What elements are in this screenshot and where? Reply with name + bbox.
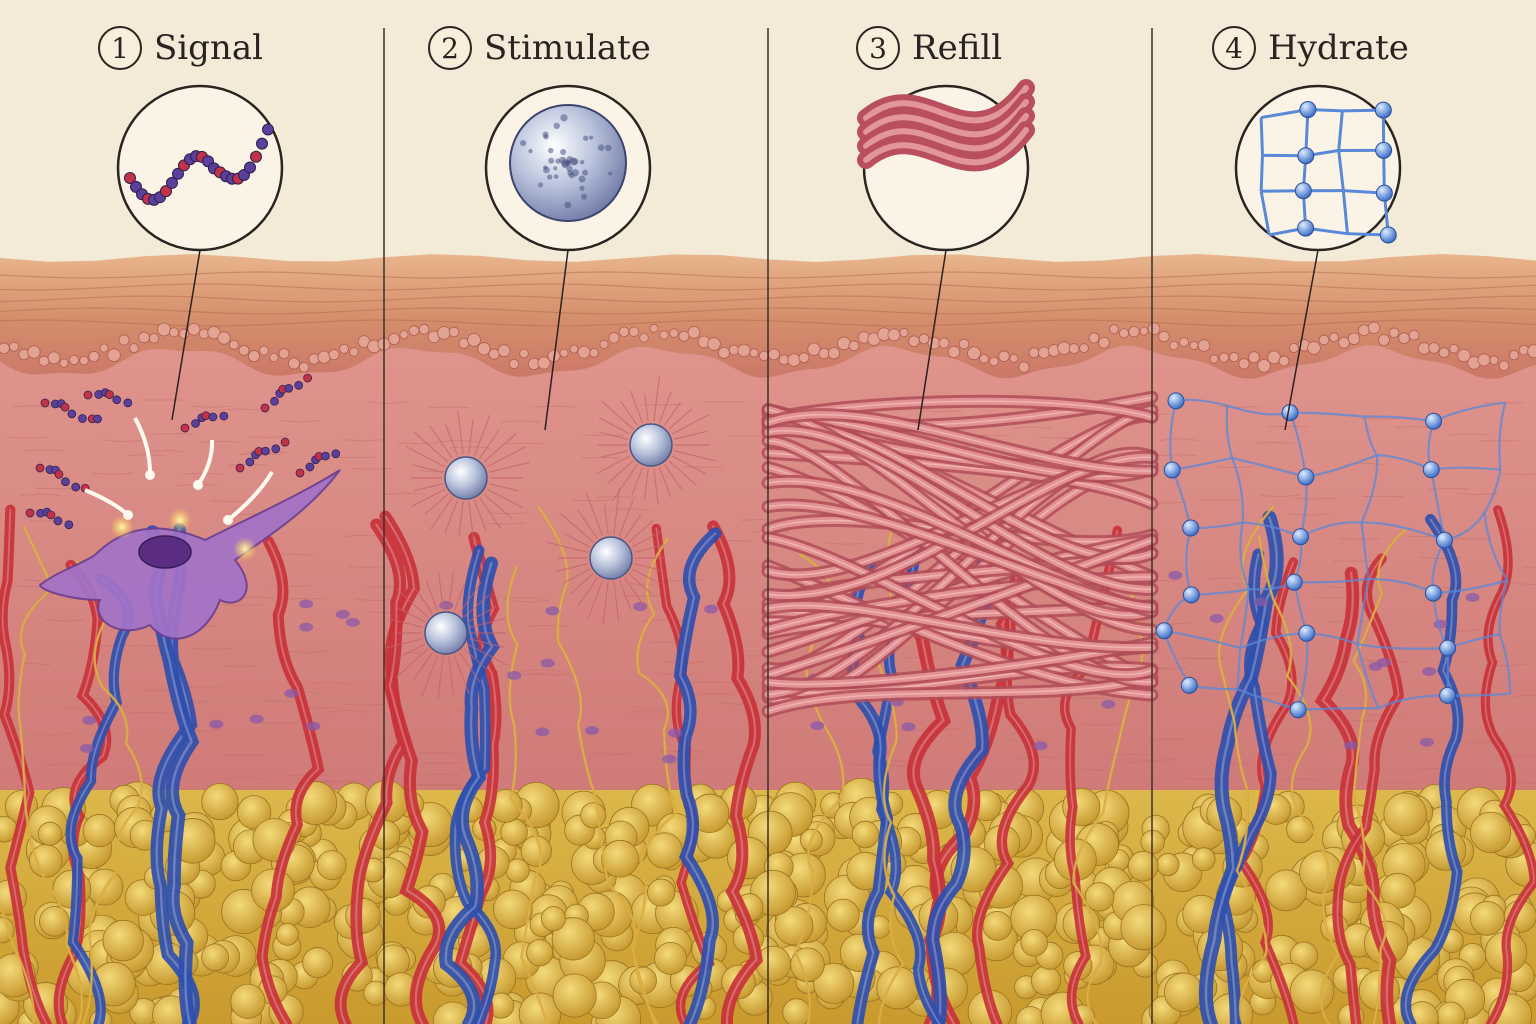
panel-4-vessels (1168, 505, 1536, 1024)
hydration-mesh-strand (1356, 643, 1380, 709)
step-2-number-badge: 2 (428, 26, 472, 70)
magnifier-callouts (116, 79, 1402, 431)
callout-leader-line (171, 249, 201, 421)
cell-nucleus (138, 535, 192, 569)
signal-spark (233, 537, 257, 561)
water-droplet-closeup (1375, 184, 1393, 202)
panel-4-hydrate-content (1155, 392, 1512, 719)
water-droplet-closeup (1299, 101, 1317, 119)
hydration-mesh-strand (1239, 522, 1250, 590)
water-droplet-closeup (1379, 226, 1397, 244)
peptide-bead (256, 137, 268, 150)
water-droplet (1297, 468, 1315, 486)
hydration-mesh-strand (1239, 589, 1250, 649)
water-droplet (1422, 461, 1440, 479)
water-droplet (1298, 624, 1316, 642)
peptide-bead (172, 167, 184, 180)
water-droplet (1435, 531, 1453, 549)
water-droplet (1285, 573, 1303, 591)
callout-leader-line (544, 249, 569, 431)
panel-4-title: 4 Hydrate (1212, 20, 1409, 76)
water-droplet-closeup (1297, 147, 1315, 165)
step-3-number-badge: 3 (856, 26, 900, 70)
peptide-bead (166, 176, 178, 189)
hydration-mesh-strand (1483, 469, 1502, 513)
hydration-mesh-strand (1236, 647, 1242, 690)
panel-3-title: 3 Refill (856, 20, 1002, 76)
mesh-strand-closeup (1259, 117, 1264, 156)
hydration-mesh-strand (1356, 578, 1370, 645)
peptide-bead (250, 150, 262, 163)
panel-2-stimulate-content (382, 376, 717, 699)
step-1-number-badge: 1 (98, 26, 142, 70)
peptide-bead (160, 185, 172, 198)
water-droplet (1167, 392, 1185, 410)
magnifier-2 (484, 84, 652, 431)
hydration-mesh-strand (1483, 512, 1509, 582)
peptide-bead (124, 172, 136, 184)
panel-3-refill-content (761, 390, 1159, 718)
step-4-number-badge: 4 (1212, 26, 1256, 70)
step-3-label: Refill (912, 28, 1003, 68)
magnifier-circle (1234, 84, 1402, 252)
stimulator-sphere (589, 536, 633, 580)
step-4-label: Hydrate (1268, 28, 1409, 68)
water-droplet (1289, 701, 1307, 719)
mesh-strand-closeup (1337, 150, 1345, 191)
hydration-mesh-strand (1231, 457, 1245, 523)
water-droplet (1182, 519, 1200, 537)
water-droplet-closeup (1297, 219, 1315, 237)
stimulator-sphere (444, 456, 488, 500)
magnifier-1 (116, 84, 284, 421)
callout-leader-line (1284, 249, 1319, 431)
panel-2-vessels (370, 505, 763, 1024)
signal-spark (168, 508, 192, 532)
mesh-strand-closeup (1259, 190, 1271, 236)
panel-1-signal-content (25, 373, 341, 640)
mesh-strand-closeup (1341, 190, 1349, 234)
hydration-mesh-strand (1498, 580, 1509, 635)
hydration-mesh-strand (1498, 633, 1512, 694)
water-droplet (1281, 404, 1299, 422)
water-droplet (1424, 584, 1442, 602)
panel-dividers (383, 28, 1153, 1024)
callout-leader-line (917, 249, 947, 431)
hydration-mesh-strand (1225, 405, 1234, 459)
hydration-mesh-strand (1360, 522, 1370, 580)
water-droplet (1182, 586, 1200, 604)
hydration-mesh-strand (1498, 402, 1507, 470)
magnifier-3 (857, 79, 1035, 431)
magnifier-circle (116, 84, 284, 252)
hydration-mesh-strand (1361, 521, 1445, 542)
water-droplet (1292, 528, 1310, 546)
water-droplet (1163, 461, 1181, 479)
panel-2-title: 2 Stimulate (428, 20, 651, 76)
peptide-bead (262, 123, 274, 136)
magnifier-4 (1234, 84, 1402, 431)
signal-spark (110, 515, 134, 539)
stimulator-sphere (629, 423, 673, 467)
step-1-label: Signal (154, 28, 263, 68)
mesh-strand-closeup (1337, 110, 1344, 151)
water-droplet (1180, 676, 1198, 694)
hydration-mesh-strand (1363, 416, 1378, 456)
mesh-strand-closeup (1259, 155, 1264, 192)
panel-contents (0, 373, 1536, 1024)
stimulator-sphere (424, 611, 468, 655)
panel-1-title: 1 Signal (98, 20, 263, 76)
water-droplet (1439, 639, 1457, 657)
water-droplet (1425, 412, 1443, 430)
step-2-label: Stimulate (484, 28, 651, 68)
water-droplet-closeup (1294, 182, 1312, 200)
hydration-mesh-strand (1357, 643, 1448, 650)
water-droplet-closeup (1374, 101, 1392, 119)
hydration-mesh-strand (1360, 455, 1379, 524)
water-droplet (1155, 622, 1173, 640)
water-droplet-closeup (1375, 141, 1393, 159)
water-droplet (1439, 686, 1457, 704)
peptide-bead (244, 161, 256, 174)
